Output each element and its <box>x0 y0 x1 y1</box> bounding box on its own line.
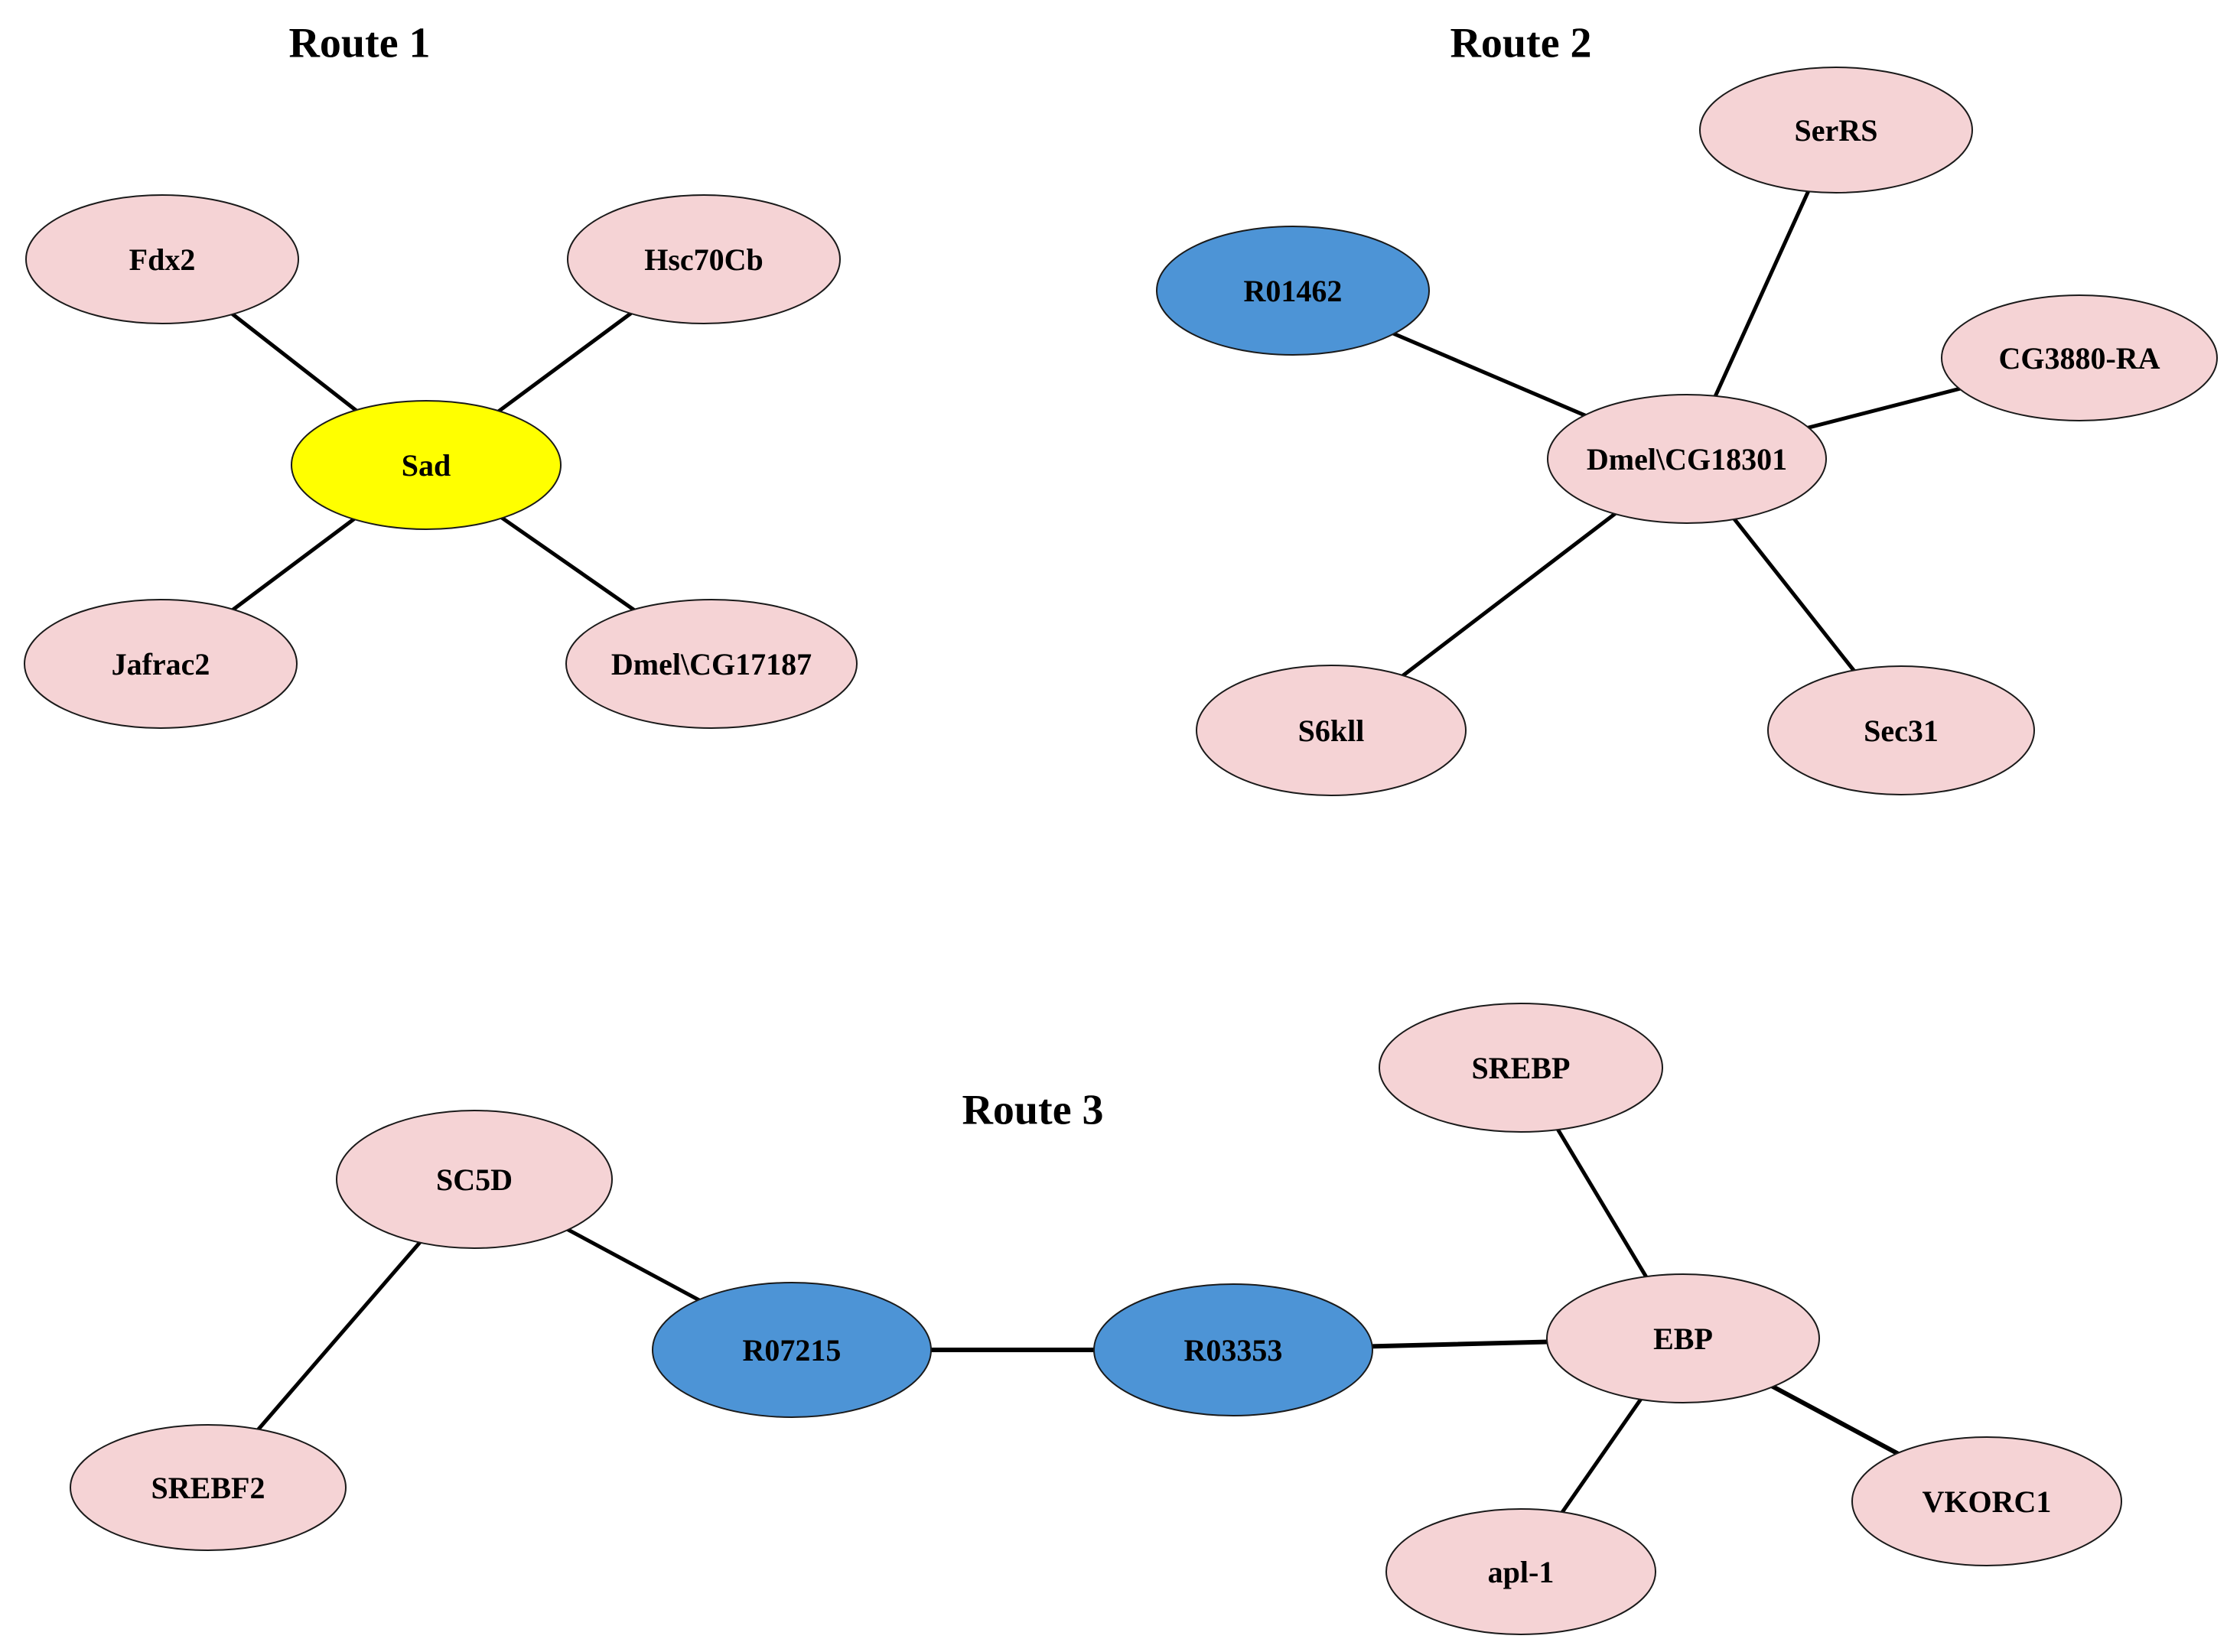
node-apl-1: apl-1 <box>1385 1508 1656 1635</box>
node-sc5d: SC5D <box>336 1110 613 1249</box>
node-ellipse-fdx2 <box>25 194 299 324</box>
node-ellipse-cg3880-ra <box>1941 294 2218 421</box>
node-ellipse-vkorc1 <box>1851 1436 2122 1566</box>
node-ellipse-srebf2 <box>70 1424 347 1551</box>
node-label-dmel-cg18301: Dmel\CG18301 <box>1587 442 1787 476</box>
node-srebf2: SREBF2 <box>70 1424 347 1551</box>
node-label-sec31: Sec31 <box>1864 714 1939 748</box>
node-label-vkorc1: VKORC1 <box>1923 1485 2052 1519</box>
node-dmel-cg18301: Dmel\CG18301 <box>1547 394 1827 524</box>
node-jafrac2: Jafrac2 <box>24 599 298 729</box>
node-label-sad: Sad <box>402 448 451 483</box>
node-ellipse-ebp <box>1546 1273 1820 1403</box>
node-ellipse-sec31 <box>1767 665 2035 795</box>
node-label-r01462: R01462 <box>1244 274 1343 308</box>
node-label-ebp: EBP <box>1653 1322 1713 1356</box>
node-label-apl-1: apl-1 <box>1488 1555 1555 1589</box>
node-ellipse-sc5d <box>336 1110 613 1249</box>
node-dmel-cg17187: Dmel\CG17187 <box>565 599 858 729</box>
route-2-title: Route 2 <box>1450 20 1591 67</box>
node-r03353: R03353 <box>1093 1283 1373 1416</box>
node-label-srebf2: SREBF2 <box>151 1471 265 1505</box>
node-label-cg3880-ra: CG3880-RA <box>1998 341 2160 376</box>
node-label-r07215: R07215 <box>743 1333 842 1367</box>
node-ebp: EBP <box>1546 1273 1820 1403</box>
node-ellipse-dmel-cg17187 <box>565 599 858 729</box>
node-label-s6kll: S6kll <box>1298 714 1365 748</box>
node-label-r03353: R03353 <box>1184 1333 1283 1367</box>
node-label-serrs: SerRS <box>1795 113 1878 148</box>
node-label-sc5d: SC5D <box>436 1163 513 1197</box>
node-vkorc1: VKORC1 <box>1851 1436 2122 1566</box>
node-ellipse-apl-1 <box>1385 1508 1656 1635</box>
node-sec31: Sec31 <box>1767 665 2035 795</box>
node-cg3880-ra: CG3880-RA <box>1941 294 2218 421</box>
node-ellipse-r01462 <box>1156 226 1430 356</box>
node-hsc70cb: Hsc70Cb <box>567 194 841 324</box>
node-ellipse-r03353 <box>1093 1283 1373 1416</box>
node-label-srebp: SREBP <box>1472 1051 1571 1085</box>
node-serrs: SerRS <box>1699 67 1973 193</box>
node-label-fdx2: Fdx2 <box>129 242 196 277</box>
node-srebp: SREBP <box>1379 1003 1663 1133</box>
node-ellipse-s6kll <box>1196 665 1467 796</box>
node-label-jafrac2: Jafrac2 <box>112 647 210 681</box>
node-r01462: R01462 <box>1156 226 1430 356</box>
node-label-hsc70cb: Hsc70Cb <box>644 242 763 277</box>
node-ellipse-serrs <box>1699 67 1973 193</box>
route-3-title: Route 3 <box>962 1087 1103 1134</box>
node-ellipse-sad <box>291 400 562 530</box>
node-ellipse-r07215 <box>652 1282 932 1418</box>
node-ellipse-jafrac2 <box>24 599 298 729</box>
route-1-title: Route 1 <box>288 20 430 67</box>
node-s6kll: S6kll <box>1196 665 1467 796</box>
node-r07215: R07215 <box>652 1282 932 1418</box>
node-fdx2: Fdx2 <box>25 194 299 324</box>
node-ellipse-hsc70cb <box>567 194 841 324</box>
node-label-dmel-cg17187: Dmel\CG17187 <box>611 647 812 681</box>
node-ellipse-srebp <box>1379 1003 1663 1133</box>
node-sad: Sad <box>291 400 562 530</box>
node-ellipse-dmel-cg18301 <box>1547 394 1827 524</box>
titles-layer: Route 1 Route 2 Route 3 <box>288 20 1591 1134</box>
